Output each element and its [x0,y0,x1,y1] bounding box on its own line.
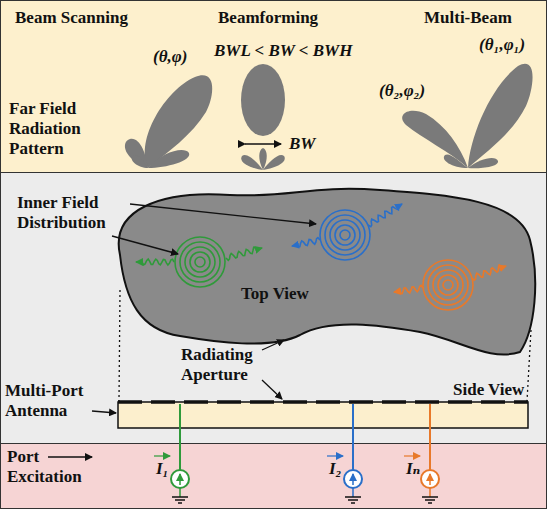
label-text: Beam Scanning [15,8,128,28]
label-text: (θ₁,φ₁) [479,35,525,55]
label-text: Side View [453,380,524,400]
label-text: Radiating Aperture [181,345,263,385]
label-text: Iₙ [406,459,420,479]
label-text: Beamforming [218,8,318,28]
label-text: Far Field Radiation Pattern [9,99,99,159]
label-text: I₂ [329,459,342,479]
beam-lobes [125,64,533,170]
label-text: (θ₂,φ₂) [379,81,425,101]
aperture-slots [118,400,528,404]
current-vector-arrows [154,455,420,456]
label-text: BWL < BW < BWH [214,41,352,61]
label-text: Multi-Beam [424,8,512,28]
label-text: I₁ [156,459,169,479]
wave-arrows [134,204,506,417]
label-text: Port Excitation [7,447,99,487]
label-text: BW [289,134,315,154]
projection-lines [119,290,531,401]
bw-arrow [245,143,281,144]
field-rings [175,210,473,310]
excitation-band: Port Excitation I₁ I₂ Iₙ [0,443,547,509]
port-feeds [171,404,439,503]
label-text: Top View [241,284,309,304]
aperture-top-view [119,189,535,355]
label-text: Inner Field Distribution [17,193,129,233]
label-text: Multi-Port Antenna [5,381,93,421]
label-text: (θ,φ) [153,47,187,67]
